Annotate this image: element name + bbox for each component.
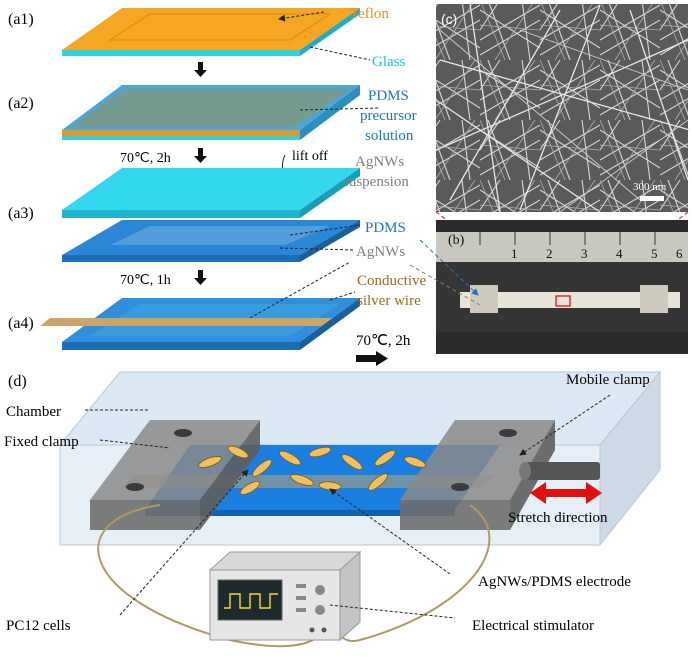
cell-3 [252,459,272,477]
agnws-suspension-label-1: AgNWs [355,154,404,170]
ruler-number-3: 3 [581,246,588,261]
wire-label-1: Conductive [357,273,426,289]
step2-label: 70℃, 1h [120,273,171,288]
agnws-suspension-label-2: suspension [343,174,409,190]
down-arrow-3 [194,270,207,285]
agnws-leader [249,261,351,319]
stimulator-label: Electrical stimulator [472,618,594,634]
scale-bar-label: 300 nm [633,181,667,193]
pdms-precursor-label-1: PDMS [368,88,409,104]
pdms-precursor-label-2: precursor [360,108,417,124]
final-electrode-slab [40,298,360,350]
cell-9 [239,481,261,495]
mobile-clamp-leader [519,394,611,456]
agnws-label: AgNWs [356,244,405,260]
mobile-clamp [400,420,600,530]
cell-4 [279,450,301,466]
cell-2 [227,445,249,459]
ruler-number-4: 4 [616,246,623,261]
ruler-number-1: 1 [511,246,518,261]
glass-label: Glass [372,54,405,70]
cell-7 [374,449,396,467]
pdms-precursor-label-3: solution [365,128,414,144]
pdms-slab [62,220,360,262]
stretch-label: Stretch direction [508,510,608,526]
wire-label-2: silver wire [357,293,421,309]
panel-label-c: (c) [441,11,457,27]
cell-1 [198,456,222,468]
electrical-stimulator [208,550,362,642]
step3-label: 70℃, 2h [356,333,411,349]
cells-label: PC12 cells [6,618,71,634]
cell-6 [341,453,363,471]
ruler-number-5: 5 [651,246,658,261]
teflon-label: Teflon [350,6,389,22]
panel-label-a4: (a4) [8,315,34,332]
panel-label-a2: (a2) [8,95,34,112]
panel-label-a3: (a3) [8,205,34,222]
stimulator-leader [329,604,456,619]
panel-label-a1: (a1) [8,11,34,28]
pdms-label: PDMS [365,220,406,236]
electrode-photo [436,220,688,354]
cells-leader [119,469,249,616]
pdms-pointer [419,239,479,296]
pc12-cells [198,445,426,495]
ruler-numbers: 1 2 3 4 5 6 [511,246,683,261]
step1-label: 70℃, 2h [120,151,171,166]
ruler-number-2: 2 [546,246,553,261]
lift-off-label: lift off [292,149,328,164]
pdms-precursor-slab [62,85,360,140]
right-arrow [356,351,388,366]
fixed-clamp-label: Fixed clamp [4,434,79,450]
sem-image [435,3,691,213]
electrode-label: AgNWs/PDMS electrode [478,574,631,590]
cell-12 [368,473,388,491]
panel-label-b: (b) [448,233,465,248]
panel-label-d: (d) [8,373,27,390]
stretch-arrow [530,482,602,504]
cell-8 [404,456,426,468]
mobile-clamp-label: Mobile clamp [566,372,650,388]
chamber-label: Chamber [6,404,61,420]
scale-bar [640,196,664,201]
down-arrow-2 [194,148,207,163]
cell-5 [308,446,332,458]
down-arrow-1 [194,62,207,77]
fixed-clamp-leader [99,439,171,449]
agnws-glass-slab [62,168,360,218]
cell-10 [290,474,314,486]
fixed-clamp [90,420,260,530]
teflon-glass-slab [62,8,360,56]
ruler-number-6: 6 [676,246,683,261]
electrode-leader [329,488,451,575]
